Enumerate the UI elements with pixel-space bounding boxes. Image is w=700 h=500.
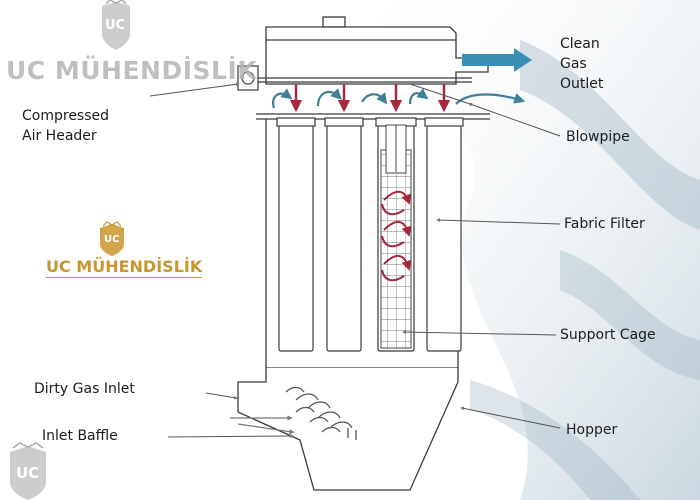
clean-gas-outlet-arrow — [462, 48, 532, 72]
brand-logo-center — [100, 221, 124, 256]
label-hopper: Hopper — [566, 422, 618, 438]
label-clean-gas-outlet: Clean Gas Outlet — [560, 36, 604, 92]
label-inlet-baffle: Inlet Baffle — [42, 428, 118, 444]
pulse-jet-arrows — [289, 84, 451, 113]
label-blowpipe: Blowpipe — [566, 129, 630, 145]
support-cage — [380, 124, 412, 349]
compressed-air-header — [237, 65, 472, 91]
label-compressed-air-header: Compressed Air Header — [22, 108, 110, 144]
label-fabric-filter: Fabric Filter — [564, 216, 645, 232]
brand-logo-top — [102, 0, 130, 50]
brand-logo-top-letters: UC — [105, 18, 126, 33]
inlet-baffle — [285, 386, 357, 440]
filter-bag — [426, 124, 462, 352]
leader-lines — [149, 82, 561, 439]
dust-shedding-arrows — [381, 190, 412, 282]
brand-watermark-top: UC MÜHENDİSLİK — [6, 56, 258, 85]
label-dirty-gas-inlet: Dirty Gas Inlet — [34, 381, 135, 397]
filter-bag — [278, 124, 314, 352]
brand-logo-bottom-letters: UC — [16, 464, 40, 482]
background-wash — [330, 0, 700, 500]
fabric-filter-bags — [276, 117, 464, 352]
brand-logo-center-letters: UC — [104, 234, 120, 245]
brand-logo-bottom — [10, 442, 46, 500]
brand-watermark-center: UC MÜHENDİSLİK — [46, 257, 203, 278]
dirty-gas-flow-arrows — [230, 415, 295, 435]
top-cap — [265, 16, 489, 85]
filter-bag — [326, 124, 362, 352]
label-support-cage: Support Cage — [560, 327, 656, 343]
